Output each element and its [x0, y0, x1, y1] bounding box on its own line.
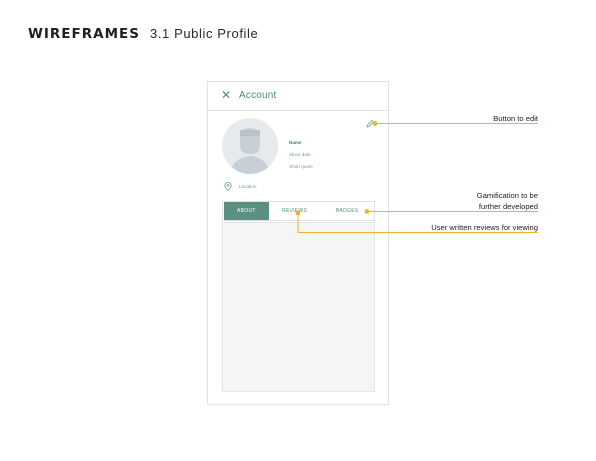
annotation-gamification-line2: further developed [478, 202, 538, 211]
pencil-icon[interactable] [365, 119, 375, 129]
annotation-reviews: User written reviews for viewing [431, 223, 538, 232]
annotation-gamification: Gamification to be further developed [477, 190, 538, 212]
page-heading: WIREFRAMES 3.1 Public Profile [28, 26, 258, 44]
tab-about[interactable]: ABOUT [224, 202, 269, 220]
screen-title: Account [239, 90, 277, 101]
annotation-edit: Button to edit [493, 114, 538, 123]
profile-tabs: ABOUT REVIEWS BADGES [222, 201, 375, 221]
tab-badges[interactable]: BADGES [335, 208, 359, 214]
avatar [222, 118, 278, 174]
tab-content-panel [222, 222, 375, 392]
profile-short-quote: Short quote [289, 164, 313, 169]
profile-since-date: Since date [289, 152, 311, 157]
profile-name: Name [289, 140, 302, 145]
heading-subtitle: 3.1 Public Profile [149, 26, 259, 41]
avatar-silhouette-icon [230, 128, 270, 174]
profile-location: Location [239, 184, 257, 189]
heading-title: WIREFRAMES [28, 26, 140, 42]
location-pin-icon [224, 182, 232, 191]
close-icon[interactable]: ✕ [221, 88, 232, 102]
phone-frame: ✕ Account Name Since date Short quote Lo… [207, 81, 389, 405]
annotation-gamification-line1: Gamification to be [476, 191, 538, 200]
tab-reviews[interactable]: REVIEWS [281, 208, 308, 214]
top-bar: ✕ Account [208, 82, 388, 111]
